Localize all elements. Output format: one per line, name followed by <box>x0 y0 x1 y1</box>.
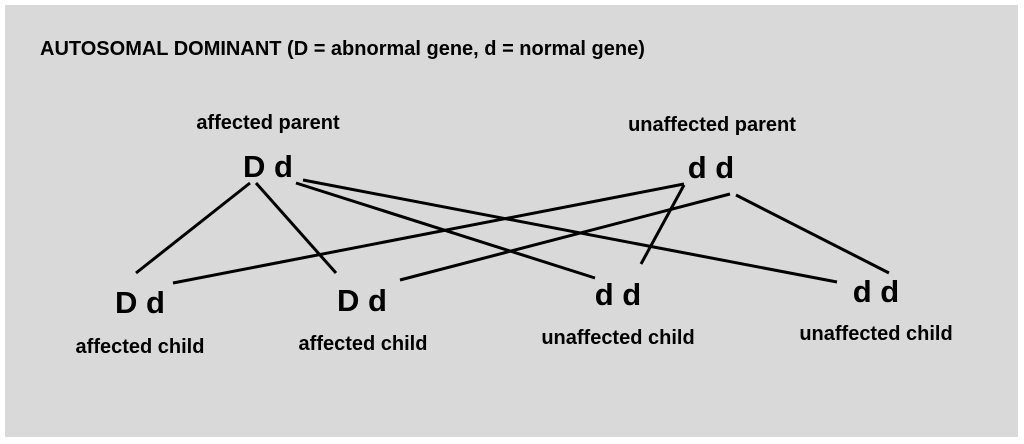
line-d2-to-child4 <box>735 193 890 275</box>
child1-genotype: D d <box>115 285 165 320</box>
child2-genotype: D d <box>337 283 387 318</box>
line-d-to-child4 <box>302 178 838 284</box>
diagram-title: AUTOSOMAL DOMINANT (D = abnormal gene, d… <box>40 38 645 60</box>
line-D-to-child1 <box>135 181 251 275</box>
parent-genotype-unaffected: d d <box>688 150 735 185</box>
child4-label: unaffected child <box>799 323 952 345</box>
child3-label: unaffected child <box>541 327 694 349</box>
line-child2-to-d2 <box>399 192 731 282</box>
line-D-to-child2 <box>254 182 338 274</box>
child4-genotype: d d <box>853 274 900 309</box>
parent-genotype-affected: D d <box>243 149 293 184</box>
line-d1-to-child3 <box>639 184 686 265</box>
parent-label-affected: affected parent <box>196 112 340 134</box>
child3-genotype: d d <box>595 277 642 312</box>
parent-label-unaffected: unaffected parent <box>628 114 796 136</box>
child1-label: affected child <box>76 336 205 358</box>
child2-label: affected child <box>299 333 428 355</box>
inheritance-lines <box>135 178 890 285</box>
line-child1-to-d1 <box>172 182 685 285</box>
